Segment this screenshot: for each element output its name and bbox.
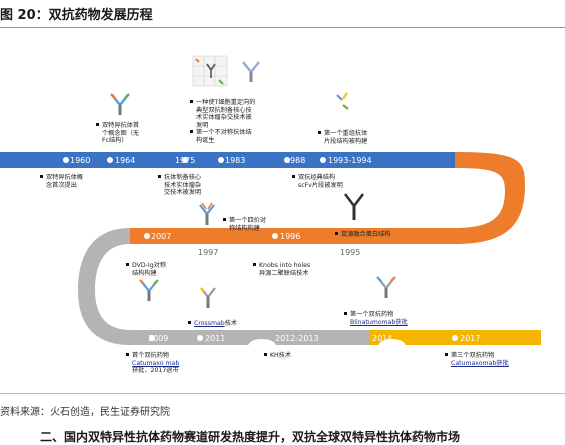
year-label: 1995: [340, 248, 360, 257]
year-pills: [196, 244, 406, 353]
year-dot: [182, 157, 188, 163]
event-2012: KH技术: [264, 352, 291, 360]
year-label: 1996: [280, 232, 300, 241]
antibody-icon: [139, 279, 159, 301]
antibody-icon: [200, 287, 216, 308]
year-dot: [63, 157, 69, 163]
source-note: 资料来源：火石创造，民生证券研究院: [0, 407, 170, 418]
timeline-diagram: 1960 1964 1975 1983 1988 1993-1994 2007 …: [0, 55, 541, 353]
timeline-band-2: [130, 228, 390, 244]
event-1996: Knobs into holes 异源二聚联结技术: [253, 262, 310, 277]
figure-title: 图 20：双抗药物发展历程: [0, 8, 153, 23]
source-divider: [0, 393, 565, 394]
year-markers: [63, 157, 458, 341]
event-2017: 第三个双抗药物 Catumaxomab获批: [445, 352, 509, 367]
year-dot: [107, 157, 113, 163]
year-pill: [378, 339, 406, 353]
antibody-icon: [336, 92, 349, 110]
year-dot: [284, 157, 290, 163]
antibody-icon: [242, 61, 260, 82]
event-2007: DVD-Ig对称 结构构建: [126, 262, 166, 277]
structure-grid-icon: [192, 55, 228, 87]
event-2014: 第一个双抗药物 Blinatumomab获批: [344, 311, 408, 326]
antibody-icon: [376, 276, 396, 298]
year-label: 2014: [372, 334, 392, 343]
event-1975: 抗体制备核心 技术实体瘤杂 交技术被发明: [158, 174, 201, 197]
year-label: 2007: [151, 232, 171, 241]
year-dot: [149, 335, 155, 341]
year-label: 1960: [70, 156, 90, 165]
year-label: 1964: [115, 156, 135, 165]
year-label: 1983: [225, 156, 245, 165]
event-1997: 第一个四价对 称结构构建: [223, 217, 266, 232]
antibody-icon: [110, 93, 130, 115]
event-2009: 首个双抗药物 Catumaxo mab 获批，2017退市: [126, 352, 179, 375]
year-dot: [272, 233, 278, 239]
year-label: 2012-2013: [275, 334, 319, 343]
year-pill: [248, 339, 276, 353]
event-2011: Crossmab技术: [188, 320, 237, 328]
event-1960: 双特异抗体概 念首次提出: [40, 174, 83, 189]
year-dot: [452, 335, 458, 341]
event-1988: 双抗经典结构 scFv片段被发明: [292, 174, 343, 189]
year-label: 2017: [460, 334, 480, 343]
year-dot: [197, 335, 203, 341]
year-label: 2011: [205, 334, 225, 343]
antibody-icon: [199, 202, 215, 225]
year-dot: [144, 233, 150, 239]
title-divider: [0, 27, 565, 28]
year-label: 1975: [175, 156, 195, 165]
timeline-band-1: [0, 152, 455, 168]
year-dot: [218, 157, 224, 163]
timeline-curve-left: [78, 228, 130, 345]
event-1983-hybridoma: 一种使T细胞重定向的 典型双抗制备核心技 术实体瘤杂交技术被 发明 第一个不对称…: [190, 99, 255, 145]
timeline-band-3-gray: [130, 330, 370, 345]
year-pill: [338, 244, 366, 260]
event-1964: 双特异抗体首 个概念图（无 Fc结构）: [96, 122, 139, 145]
year-pill: [196, 244, 224, 260]
antibody-icon: [343, 193, 365, 220]
year-dot: [320, 157, 326, 163]
next-section-heading: 二、国内双特异性抗体药物赛道研发热度提升，双抗全球双特异性抗体药物市场: [40, 430, 461, 444]
year-label: 1993-1994: [328, 156, 372, 165]
year-label: 1997: [198, 248, 218, 257]
event-1993: 第一个重组抗体 片段结构被构建: [318, 130, 367, 145]
timeline-curve-right: [380, 152, 525, 244]
year-label: 2009: [148, 334, 168, 343]
year-label: 1988: [285, 156, 305, 165]
event-1995: 鼠源融合蛋白结构: [335, 231, 391, 239]
